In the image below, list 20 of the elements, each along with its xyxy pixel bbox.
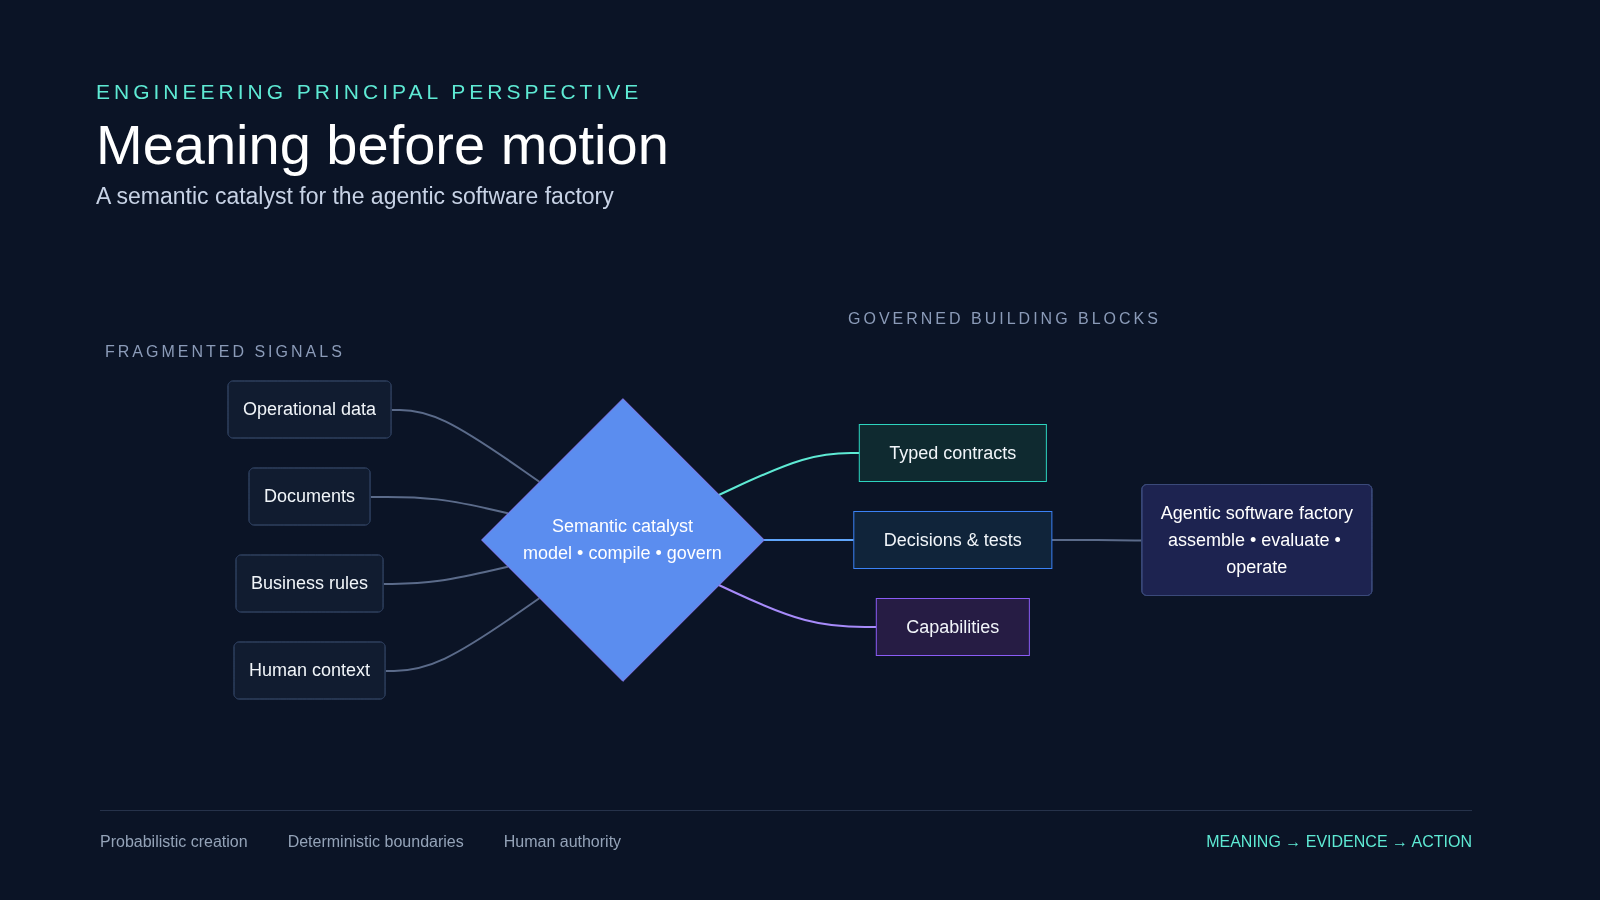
footer-tagline: MEANING → EVIDENCE → ACTION [1206, 833, 1472, 851]
connector [382, 565, 509, 585]
connector [717, 584, 878, 628]
connector [369, 495, 509, 515]
footer-note: Human authority [503, 833, 622, 851]
node-box: Typed contracts [858, 424, 1047, 482]
connector [762, 539, 855, 541]
connector [390, 408, 541, 483]
node-box: Decisions & tests [853, 511, 1053, 569]
kicker-text: ENGINEERING PRINCIPAL PERSPECTIVE [96, 80, 644, 104]
title: Meaning before motion [96, 112, 669, 177]
connector [384, 597, 541, 672]
node-box: Capabilities [875, 598, 1030, 656]
connector [717, 452, 861, 496]
footer-note: Probabilistic creation [100, 833, 248, 851]
section-heading: GOVERNED BUILDING BLOCKS [848, 310, 1161, 328]
footer-note: Deterministic boundaries [287, 833, 464, 851]
node-diamond: Semantic catalyst model • compile • govern [481, 398, 765, 682]
subtitle: A semantic catalyst for the agentic software factory [96, 183, 615, 210]
section-heading: FRAGMENTED SIGNALS [105, 343, 345, 361]
